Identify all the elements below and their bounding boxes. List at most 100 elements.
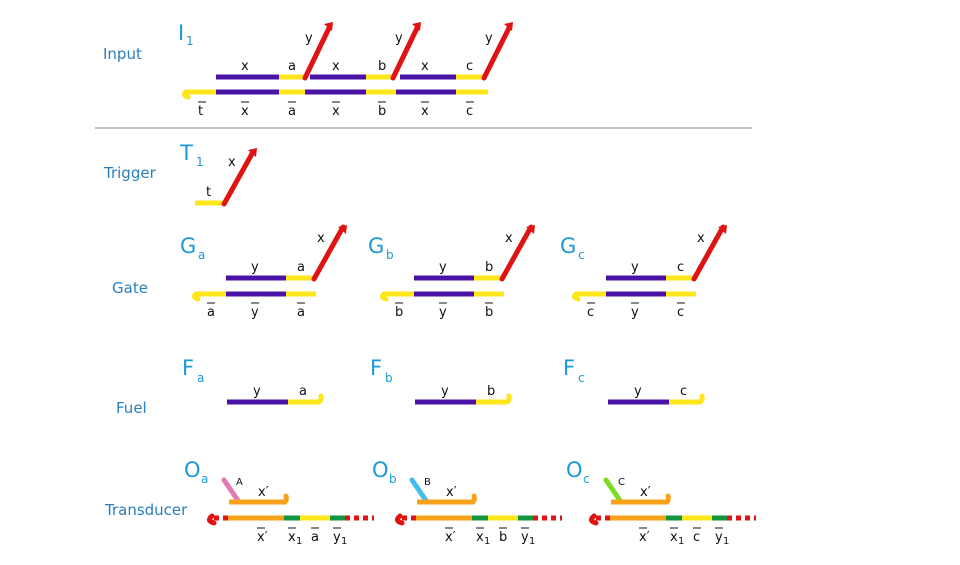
- species-sub-i: 1: [186, 34, 194, 48]
- gate-lbl-bot: b: [485, 305, 493, 320]
- transducer-lbl-xprime: x′: [639, 530, 650, 545]
- gate-x-arm: [311, 224, 346, 282]
- input-y-arm-3: [481, 23, 513, 81]
- fuel-lbl-d: a: [299, 384, 307, 399]
- transducer-lbl-y: y: [715, 530, 723, 545]
- strand-hook-icon: [571, 291, 589, 302]
- input-lbl-bbar: b: [378, 104, 386, 119]
- species-name-o: O: [184, 458, 201, 482]
- transducer-lbl-tag: A: [236, 477, 243, 488]
- transducer-lbl-y: y: [333, 530, 341, 545]
- strand-hook-icon: [692, 393, 705, 405]
- species-sub-o: b: [389, 472, 397, 486]
- gate-lbl-y: y: [439, 260, 447, 275]
- gate-x-arm: [499, 224, 534, 282]
- input-lbl-c: c: [466, 59, 473, 74]
- strand-hook-icon: [394, 513, 405, 526]
- input-lbl-x3: x: [421, 59, 429, 74]
- transducer-lbl-top: x′: [446, 485, 457, 500]
- row-label-gate: Gate: [112, 279, 148, 297]
- strand-arrow-end-icon: [412, 22, 421, 31]
- species-sub-f: c: [578, 371, 585, 385]
- fuel-lbl-d: c: [680, 384, 687, 399]
- transducer-lbl-xprime: x′: [257, 530, 268, 545]
- species-name-i: I: [178, 21, 184, 45]
- input-lbl-abar: a: [288, 104, 296, 119]
- strand-hook-icon: [588, 513, 599, 526]
- input-lbl-y2: y: [395, 31, 403, 46]
- transducer-lbl-tag: C: [618, 477, 625, 488]
- transducer-lbl-tag: B: [424, 477, 431, 488]
- transducer-lbl-top: x′: [640, 485, 651, 500]
- species-name-t: T: [179, 141, 193, 165]
- gate-x-arm: [691, 224, 726, 282]
- gate-lbl-x: x: [697, 231, 705, 246]
- input-lbl-tbar: t: [198, 104, 203, 119]
- transducer-lbl-x: x: [476, 530, 484, 545]
- strand-arrow-end-icon: [718, 225, 727, 234]
- strand-hook-icon: [279, 493, 289, 505]
- row-label-fuel: Fuel: [116, 399, 147, 417]
- species-name-f: F: [563, 356, 575, 380]
- transducer-lbl-x-sub: 1: [296, 536, 302, 547]
- gate-lbl-bot: c: [677, 305, 684, 320]
- species-input-i1: I 1 x a x b x c y y y t x a: [178, 21, 513, 119]
- strand-hook-icon: [206, 513, 217, 526]
- species-name-f: F: [182, 356, 194, 380]
- row-label-trigger: Trigger: [103, 164, 157, 182]
- strand-hook-icon: [499, 393, 512, 405]
- gate-lbl-bot: a: [297, 305, 305, 320]
- transducer-tag-arm: [221, 477, 242, 505]
- transducer-lbl-x-sub: 1: [678, 536, 684, 547]
- fuel-lbl-y: y: [253, 384, 261, 399]
- gate-lbl-bot: y: [251, 305, 259, 320]
- input-y-arm-2: [390, 23, 421, 81]
- gate-lbl-x: x: [317, 231, 325, 246]
- gate-lbl-bot: b: [395, 305, 403, 320]
- trigger-lbl-x: x: [228, 155, 236, 170]
- fuel-lbl-y: y: [441, 384, 449, 399]
- strand-arrow-end-icon: [248, 148, 257, 157]
- strand-arrow-end-icon: [504, 22, 513, 31]
- gate-lbl-bot: y: [631, 305, 639, 320]
- species-name-g: G: [368, 234, 384, 258]
- strand-arrow-end-icon: [324, 22, 333, 31]
- species-name-f: F: [370, 356, 382, 380]
- input-lbl-b: b: [378, 59, 386, 74]
- input-lbl-y3: y: [485, 31, 493, 46]
- strand-arrow-end-icon: [526, 225, 535, 234]
- gate-lbl-y: y: [251, 260, 259, 275]
- gate-lbl-bot: a: [207, 305, 215, 320]
- transducer-lbl-x-sub: 1: [484, 536, 490, 547]
- fuel-lbl-d: b: [487, 384, 495, 399]
- trigger-x-arm: [221, 149, 256, 207]
- species-sub-g: b: [386, 248, 394, 262]
- strand-hook-icon: [661, 493, 671, 505]
- input-lbl-cbar: c: [466, 104, 473, 119]
- species-sub-o: c: [583, 472, 590, 486]
- transducer-tag-arm: [603, 477, 624, 505]
- transducer-tag-arm: [409, 477, 430, 505]
- transducer-lbl-d: c: [693, 530, 700, 545]
- species-sub-f: b: [385, 371, 393, 385]
- input-lbl-a: a: [288, 59, 296, 74]
- input-y-arm-1: [302, 23, 333, 81]
- transducer-lbl-xprime: x′: [445, 530, 456, 545]
- species-name-o: O: [372, 458, 389, 482]
- row-label-transducer: Transducer: [104, 501, 188, 519]
- trigger-lbl-t: t: [206, 185, 211, 200]
- strand-hook-icon: [191, 291, 209, 302]
- species-sub-g: c: [578, 248, 585, 262]
